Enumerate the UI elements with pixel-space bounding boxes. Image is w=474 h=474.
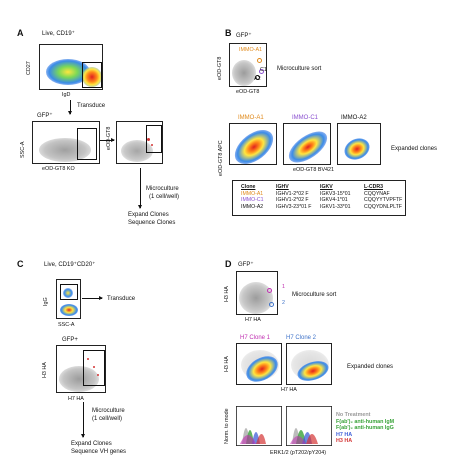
- table-header: L-CDR3: [364, 184, 384, 190]
- panel-b-microculture-sort: Microculture sort: [277, 66, 322, 72]
- panel-b-expanded-plot-c1: [283, 123, 331, 165]
- legend-item-h7ha: H7 HA: [336, 431, 353, 438]
- table-cell: CQQYYTVPFTF: [364, 197, 403, 204]
- table-header: Clone: [241, 184, 256, 190]
- panel-b-clone1: IMMO-A1: [238, 115, 264, 121]
- panel-a-sequence: Sequence Clones: [128, 220, 176, 226]
- table-cell: CQQYNAF: [364, 190, 390, 197]
- panel-a-expand: Expand Clones: [128, 212, 169, 218]
- panel-a-transduce-arrow: [68, 100, 72, 115]
- panel-d-letter: D: [225, 259, 232, 269]
- panel-c-title: Live, CD19⁺CD20⁺: [44, 262, 96, 268]
- table-header: IGKV: [320, 184, 333, 190]
- panel-c-igg-axis: IgG: [43, 297, 49, 306]
- table-cell: IMMO-A1: [241, 190, 264, 197]
- panel-a-eodgt8ko-axis: eOD-GT8 KO: [42, 166, 75, 172]
- panel-b-eodgt8-xaxis: eOD-GT8: [236, 89, 260, 95]
- panel-a-eodgt8-plot: [116, 121, 163, 164]
- panel-c-h3h7-plot: [56, 345, 106, 393]
- panel-d-histogram-2: [286, 406, 332, 446]
- panel-b-bv421-axis: eOD-GT8 BV421: [293, 167, 335, 173]
- panel-c-microculture-arrow: [81, 402, 85, 438]
- panel-c-sequence: Sequence VH genes: [71, 449, 127, 455]
- panel-b-sort-plot: [229, 43, 267, 87]
- panel-a-letter: A: [17, 28, 24, 38]
- table-col-clone: Clone IMMO-A1 IMMO-C1 IMMO-A2: [241, 184, 263, 210]
- panel-a-cell-per-well: (1 cell/well): [149, 194, 180, 200]
- panel-c-transduce: Transduce: [107, 296, 136, 302]
- panel-d-norm-axis: Norm. to mode: [224, 408, 230, 444]
- panel-b-clone-table: Clone IMMO-A1 IMMO-C1 IMMO-A2 IGHV IGHV1…: [232, 180, 406, 216]
- panel-d-expanded-plot-1: [236, 343, 282, 385]
- panel-d-gate1: 1: [282, 284, 285, 290]
- panel-c-transduce-arrow: [82, 296, 103, 300]
- panel-a-title: Live, CD19⁺: [42, 31, 75, 37]
- table-cell: IMMO-A2: [241, 203, 264, 210]
- panel-a-transduce: Transduce: [77, 103, 106, 109]
- panel-d-h7ha-axis: H7 HA: [245, 317, 261, 323]
- panel-b-eodgt8-yaxis: eOD-GT8: [217, 56, 223, 80]
- legend-item-no-treatment: No Treatment: [336, 412, 371, 418]
- panel-c-microculture: Microculture: [92, 408, 125, 414]
- table-header: IGHV: [276, 184, 289, 190]
- panel-a-igd-axis: IgD: [62, 92, 71, 98]
- panel-d-gate2: 2: [282, 300, 285, 306]
- panel-b-immo-a1-label: IMMO-A1: [239, 47, 263, 53]
- panel-a-gfp: GFP⁺: [37, 113, 53, 119]
- panel-c-igg-plot: [56, 279, 81, 319]
- panel-b-expanded: Expanded clones: [391, 146, 438, 152]
- table-cell: IGHV1-2*02 F: [276, 197, 309, 204]
- legend-item-h3ha: H3 HA: [336, 438, 353, 445]
- table-col-igkv: IGKV IGKV3-15*01 IGKV4-1*01 IGKV1-33*01: [320, 184, 351, 210]
- panel-c-expand: Expand Clones: [71, 441, 112, 447]
- panel-d-clone1: H7 Clone 1: [240, 335, 271, 341]
- panel-a-microculture: Microculture: [146, 186, 179, 192]
- table-cell: IGHV3-23*01 F: [276, 203, 312, 210]
- panel-a-gate-arrow: [100, 138, 115, 142]
- panel-b-c1-label: C1: [260, 67, 267, 73]
- table-cell: IGHV1-2*02 F: [276, 190, 309, 197]
- panel-a-microculture-arrow: [138, 168, 142, 209]
- panel-d-erk-axis: ERK1/2 (pT202/pY204): [270, 450, 327, 456]
- panel-c-h7ha-axis: H7 HA: [68, 396, 84, 402]
- panel-d-h3ha-axis: H3 HA: [224, 286, 230, 302]
- panel-d-h3ha-axis-2: H3 HA: [224, 356, 230, 372]
- panel-b-clone3: IMMO-A2: [341, 115, 367, 121]
- panel-d-sort-plot: [236, 271, 278, 315]
- panel-c-cell-per-well: (1 cell/well): [92, 416, 123, 422]
- panel-d-histogram-1: [236, 406, 282, 446]
- panel-b-expanded-plot-a1: [229, 123, 277, 165]
- panel-d-clone2: H7 Clone 2: [286, 335, 317, 341]
- panel-d-expanded: Expanded clones: [347, 364, 394, 370]
- panel-b-gfp: GFP⁺: [236, 33, 252, 39]
- table-cell: CQQYDNLPLTF: [364, 203, 402, 210]
- panel-c-letter: C: [17, 259, 24, 269]
- legend-item-igg: F(ab')₂ anti-human IgG: [336, 425, 394, 432]
- table-cell: IGKV3-15*01: [320, 190, 351, 197]
- table-col-lcdr3: L-CDR3 CQQYNAF CQQYYTVPFTF CQQYDNLPLTF: [364, 184, 402, 210]
- panel-b-expanded-plot-a2: [337, 123, 381, 165]
- panel-a-eodgt8-axis: eOD-GT8: [106, 126, 112, 150]
- table-col-ighv: IGHV IGHV1-2*02 F IGHV1-2*02 F IGHV3-23*…: [276, 184, 311, 210]
- legend-item-igm: F(ab')₂ anti-human IgM: [336, 418, 395, 425]
- panel-a-ssc-plot: [32, 121, 100, 164]
- panel-b-a2-label: A2: [254, 76, 261, 82]
- panel-b-clone2: IMMO-C1: [292, 115, 318, 121]
- panel-a-cd27-axis: CD27: [26, 61, 32, 75]
- panel-b-apc-axis: eOD-GT8 APC: [218, 140, 224, 176]
- panel-d-h7ha-axis-2: H7 HA: [281, 387, 297, 393]
- panel-c-gfp: GFP+: [62, 337, 78, 343]
- panel-c-h3ha-axis: H3 HA: [42, 362, 48, 378]
- panel-a-ssc-axis: SSC-A: [20, 141, 26, 158]
- panel-a-cd27-igd-plot: [39, 44, 103, 90]
- panel-d-gfp: GFP⁺: [238, 262, 254, 268]
- panel-d-legend: No Treatment F(ab')₂ anti-human IgM F(ab…: [336, 412, 394, 445]
- panel-d-expanded-plot-2: [286, 343, 332, 385]
- table-cell: IGKV4-1*01: [320, 197, 348, 204]
- table-cell: IMMO-C1: [241, 197, 264, 204]
- panel-b-letter: B: [225, 28, 232, 38]
- table-cell: IGKV1-33*01: [320, 203, 351, 210]
- panel-c-ssc-axis: SSC-A: [58, 322, 75, 328]
- panel-d-microculture-sort: Microculture sort: [292, 292, 337, 298]
